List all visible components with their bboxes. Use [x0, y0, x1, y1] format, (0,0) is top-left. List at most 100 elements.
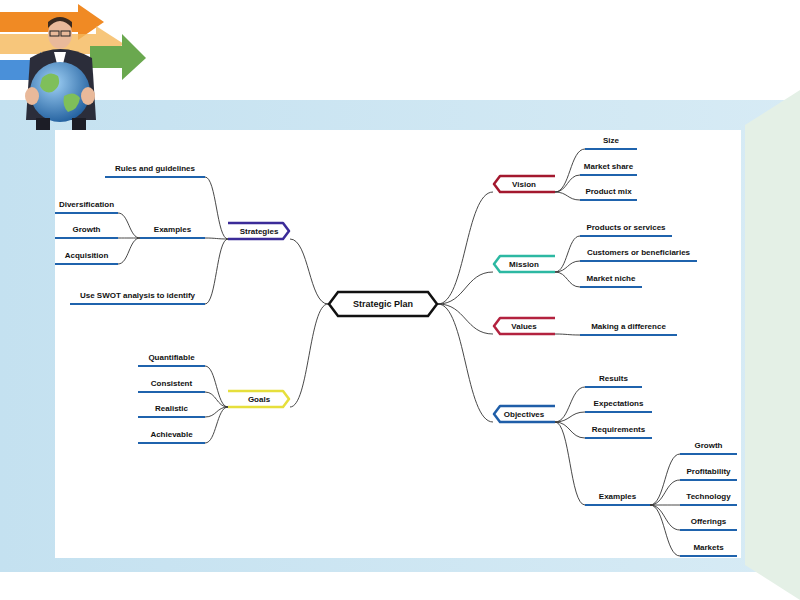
topic-label: Profitability: [686, 467, 730, 476]
text-holder: Goals: [228, 390, 290, 408]
topic-label: Vision: [512, 180, 536, 189]
topic-label: Use SWOT analysis to identify: [80, 291, 195, 300]
text-holder: Growth: [55, 225, 118, 234]
connector: [650, 505, 680, 506]
branch-shape: [228, 391, 289, 407]
text-holder: Technology: [680, 492, 737, 501]
text-holder: Results: [585, 374, 642, 383]
topic-label: Growth: [695, 441, 723, 450]
text-holder: Achievable: [138, 430, 205, 439]
text-holder: Vision: [493, 175, 555, 193]
leaf-topic: Use SWOT analysis to identify: [70, 291, 205, 305]
connector: [290, 239, 328, 304]
topic-label: Offerings: [691, 517, 727, 526]
hair: [48, 17, 72, 28]
connector: [650, 454, 680, 505]
topic-label: Strategies: [240, 227, 279, 236]
topic-label: Market share: [584, 162, 633, 171]
leaf-topic: Growth: [55, 225, 118, 239]
hand-left: [25, 87, 39, 105]
topic-label: Objectives: [504, 410, 544, 419]
leaf-topic: Size: [585, 136, 637, 150]
leaf-topic: Products or services: [580, 223, 672, 237]
topic-label: Goals: [248, 395, 270, 404]
topic-label: Quantifiable: [148, 353, 194, 362]
connector: [118, 238, 140, 264]
branch-topic: Vision: [493, 175, 555, 193]
connector: [555, 261, 580, 272]
connector: [555, 422, 585, 505]
text-holder: Realistic: [138, 404, 205, 413]
hand-right: [81, 87, 95, 105]
glasses-right: [61, 31, 70, 36]
branch-topic: Strategies: [228, 222, 290, 240]
text-holder: Size: [585, 136, 637, 145]
leaf-topic: Profitability: [680, 467, 737, 481]
topic-label: Acquisition: [65, 251, 109, 260]
leaf-topic: Product mix: [580, 187, 637, 201]
topic-label: Product mix: [585, 187, 631, 196]
connector: [205, 239, 228, 304]
connector: [650, 505, 680, 556]
text-holder: Product mix: [580, 187, 637, 196]
topic-label: Requirements: [592, 425, 645, 434]
globe: [30, 62, 90, 122]
topic-label: Strategic Plan: [353, 299, 413, 309]
branch-shape: [494, 406, 555, 422]
leaf-topic: Technology: [680, 492, 737, 506]
leaf-topic: Acquisition: [55, 251, 118, 265]
leaf-topic: Consistent: [138, 379, 205, 393]
topic-label: Examples: [599, 492, 636, 501]
topic-label: Results: [599, 374, 628, 383]
leaf-topic: Requirements: [585, 425, 652, 439]
glasses-left: [50, 31, 59, 36]
branch-topic: Goals: [228, 390, 290, 408]
text-holder: Diversification: [55, 200, 118, 209]
header-illustration: [0, 4, 146, 130]
branch-topic: Objectives: [493, 405, 555, 423]
leaf-topic: Growth: [680, 441, 737, 455]
branch-shape: [494, 256, 555, 272]
connector: [438, 272, 493, 304]
connector: [438, 304, 493, 422]
text-holder: Products or services: [580, 223, 672, 232]
connector: [118, 213, 140, 238]
hexagon-shape: [329, 292, 437, 316]
branch-topic: Mission: [493, 255, 555, 273]
side-panel: [745, 90, 800, 600]
topic-label: Market niche: [587, 274, 636, 283]
connector: [205, 392, 228, 407]
leaf-topic: Examples: [140, 225, 205, 239]
text-holder: Making a difference: [580, 322, 677, 331]
connector: [555, 272, 580, 287]
leaf-topic: Quantifiable: [138, 353, 205, 367]
leaf-topic: Examples: [585, 492, 650, 506]
text-holder: Use SWOT analysis to identify: [70, 291, 205, 300]
connector: [205, 407, 228, 443]
leaf-topic: Expectations: [585, 399, 652, 413]
leaf-topic: Rules and guidelines: [105, 164, 205, 178]
connector: [555, 236, 580, 272]
topic-label: Growth: [73, 225, 101, 234]
topic-label: Achievable: [150, 430, 192, 439]
text-holder: Growth: [680, 441, 737, 450]
topic-label: Markets: [693, 543, 723, 552]
connector: [555, 387, 585, 422]
text-holder: Profitability: [680, 467, 737, 476]
shoe-right: [72, 118, 86, 130]
content-panel: [55, 130, 741, 558]
topic-label: Expectations: [594, 399, 644, 408]
text-holder: Strategies: [228, 222, 290, 240]
topic-label: Customers or beneficiaries: [587, 248, 690, 257]
leaf-topic: Customers or beneficiaries: [580, 248, 697, 262]
leaf-topic: Markets: [680, 543, 737, 557]
leaf-topic: Market share: [580, 162, 637, 176]
branch-topic: Values: [493, 317, 555, 335]
green-arrow: [90, 34, 146, 80]
connector: [118, 238, 140, 239]
leaf-topic: Market niche: [580, 274, 642, 288]
topic-label: Values: [511, 322, 536, 331]
topic-label: Technology: [686, 492, 730, 501]
connector: [650, 505, 680, 530]
leaf-topic: Achievable: [138, 430, 205, 444]
